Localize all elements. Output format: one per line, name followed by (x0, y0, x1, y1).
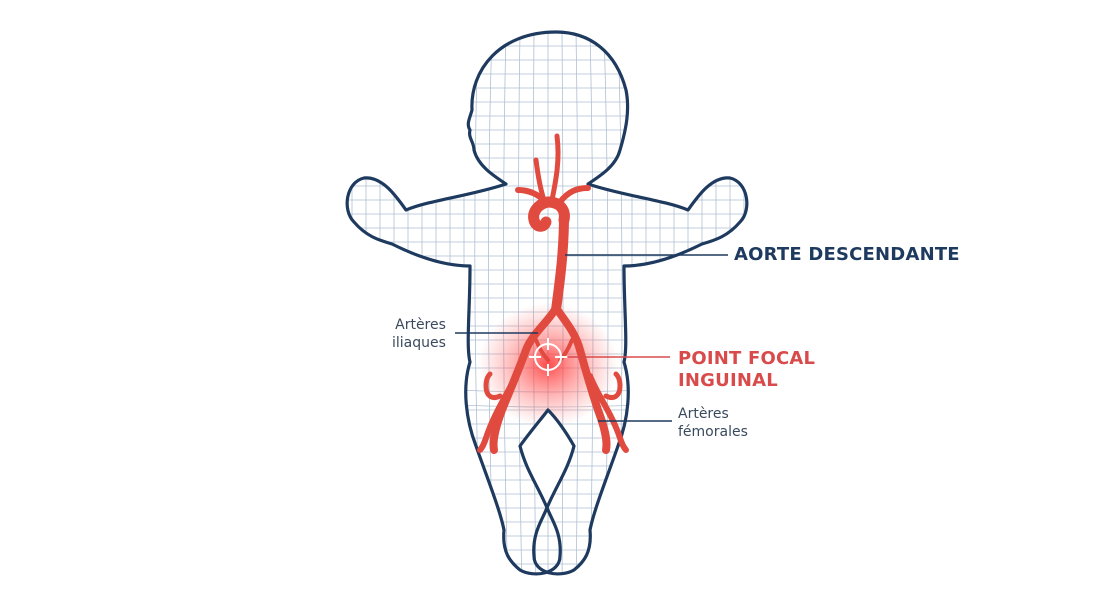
label-focal-line2: INGUINAL (678, 370, 778, 391)
label-focal-line1: POINT FOCAL (678, 348, 816, 369)
crosshair-icon (529, 338, 567, 376)
body-outline (345, 30, 749, 576)
label-descending-aorta: AORTE DESCENDANTE (734, 244, 960, 265)
label-iliac-line1: Artères (395, 317, 446, 333)
label-iliac-line2: iliaques (392, 335, 446, 351)
label-femoral-arteries: Artères fémorales (678, 405, 748, 441)
label-femoral-line2: fémorales (678, 424, 748, 440)
label-iliac-arteries: Artères iliaques (392, 316, 446, 352)
label-femoral-line1: Artères (678, 406, 729, 422)
label-inguinal-focal-point: POINT FOCAL INGUINAL (678, 348, 815, 392)
